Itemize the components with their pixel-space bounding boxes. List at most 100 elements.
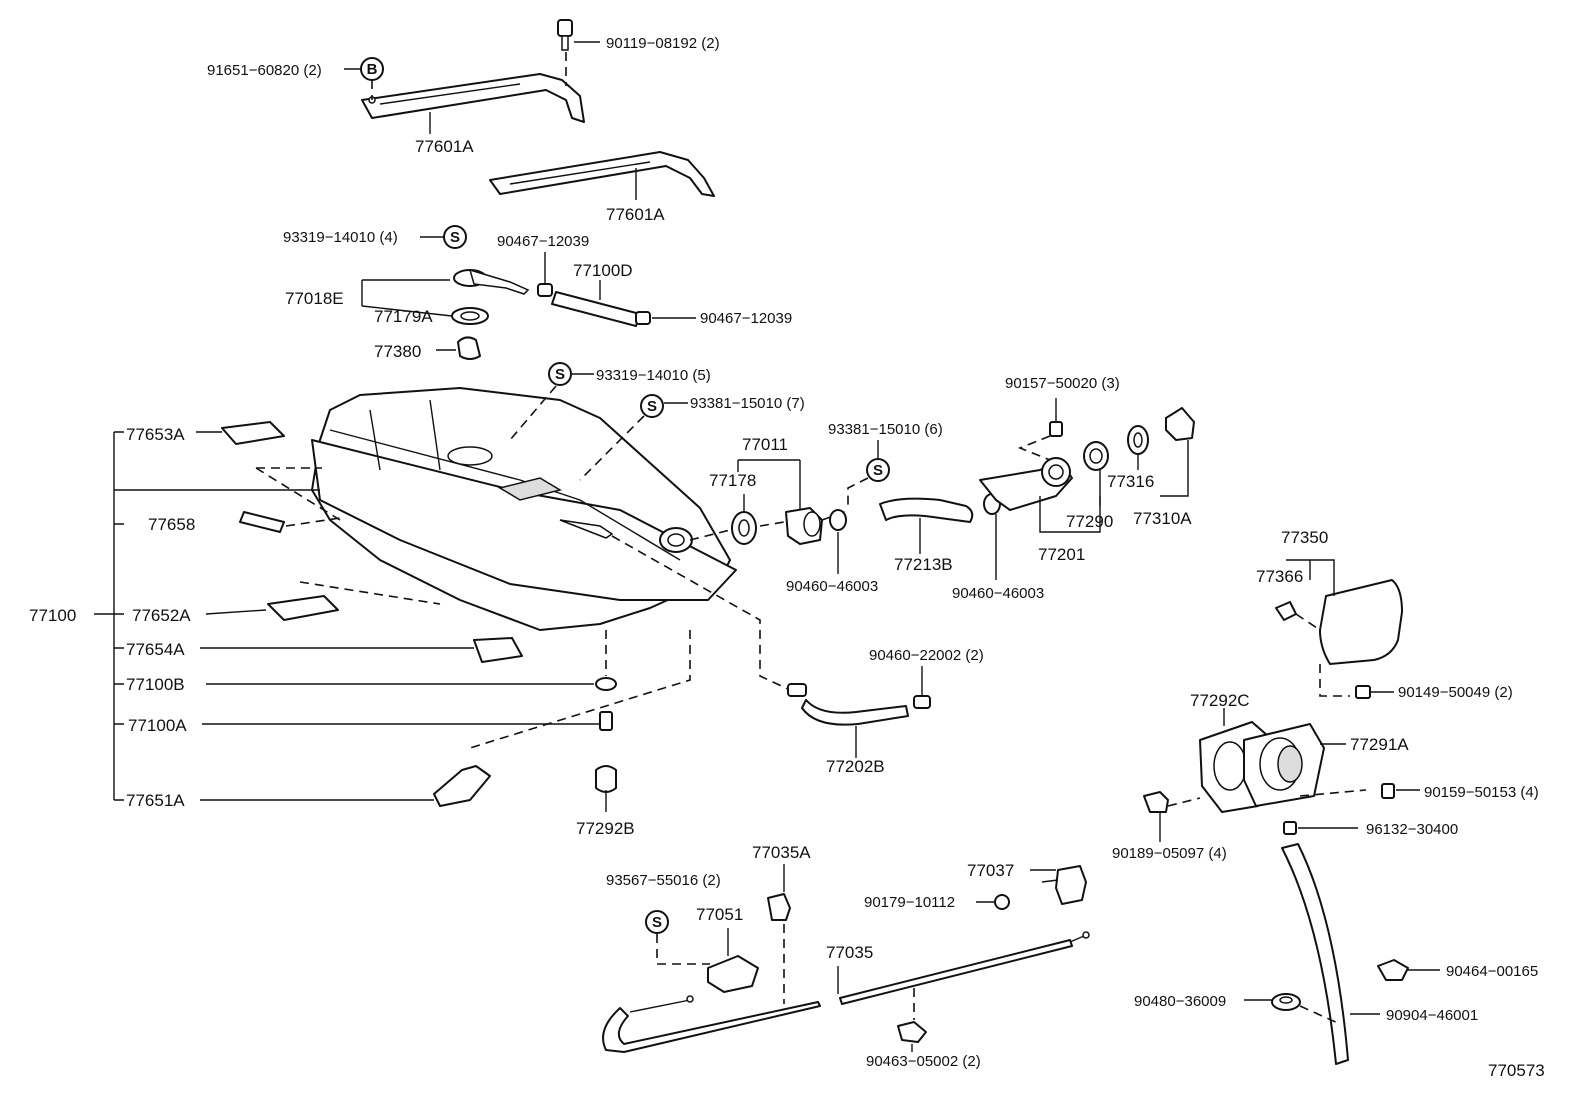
label-90467-12039-b: 90467−12039 xyxy=(700,310,792,327)
label-77652A: 77652A xyxy=(132,606,191,625)
lever-77051-icon xyxy=(707,928,759,993)
label-96132-30400: 96132−30400 xyxy=(1366,821,1458,838)
plug-77292B-icon xyxy=(595,765,617,812)
bracket-77018E xyxy=(361,279,453,317)
fuel-tank-band-lower xyxy=(489,151,715,197)
label-93381-15010-7: 93381−15010 (7) xyxy=(690,395,805,412)
label-93381-15010-6: 93381−15010 (6) xyxy=(828,421,943,438)
label-77011: 77011 xyxy=(742,435,788,454)
dash-neck xyxy=(689,509,851,541)
symbol-s-letter: S xyxy=(652,914,662,931)
label-91651-60820: 91651−60820 (2) xyxy=(207,62,322,79)
label-77100D: 77100D xyxy=(573,261,633,280)
label-77380: 77380 xyxy=(374,342,421,361)
fuel-tank-band-upper xyxy=(361,73,585,123)
pad-77653A-icon xyxy=(196,421,285,445)
label-90467-12039-a: 90467−12039 xyxy=(497,233,589,250)
label-77310A: 77310A xyxy=(1133,509,1192,528)
clip-77035A-icon xyxy=(767,864,791,1004)
label-77292C: 77292C xyxy=(1190,691,1250,710)
dash-77653A xyxy=(255,467,341,521)
label-90463-05002: 90463−05002 (2) xyxy=(866,1053,981,1070)
clip-90189-icon xyxy=(1143,791,1201,842)
label-90189-05097: 90189−05097 (4) xyxy=(1112,845,1227,862)
drain-hose-90904-icon xyxy=(1281,843,1380,1065)
label-77035: 77035 xyxy=(826,943,873,962)
opener-77037-icon xyxy=(1030,865,1087,905)
nut-90179-icon xyxy=(976,894,1010,910)
symbol-s-letter: S xyxy=(555,366,565,383)
label-77201: 77201 xyxy=(1038,545,1085,564)
pad-77652A-icon xyxy=(205,595,339,621)
label-77651A: 77651A xyxy=(126,791,185,810)
label-90460-46003-b: 90460−46003 xyxy=(952,585,1044,602)
label-93567-55016: 93567−55016 (2) xyxy=(606,872,721,889)
fuel-sender-gauge-icon xyxy=(451,268,530,360)
hinge-77366-icon xyxy=(1275,601,1321,631)
label-77051: 77051 xyxy=(696,905,743,924)
fuel-tank-assembly-icon xyxy=(311,387,737,631)
gasket-77178-icon xyxy=(731,494,757,545)
label-90119-08192: 90119−08192 (2) xyxy=(606,35,720,52)
bracket-77011 xyxy=(737,459,801,510)
label-90464-00165: 90464−00165 xyxy=(1446,963,1538,980)
label-77292B: 77292B xyxy=(576,819,635,838)
fuel-lid-77350-icon xyxy=(1286,559,1403,665)
clip-96132-icon xyxy=(1283,821,1358,835)
label-77179A: 77179A xyxy=(374,307,433,326)
gasket-77290-icon xyxy=(1083,441,1109,506)
clamp-90460-46003-b-icon xyxy=(983,493,1001,580)
label-77654A: 77654A xyxy=(126,640,185,659)
symbol-s-93319-4-icon: S xyxy=(420,225,467,249)
grommet-77100A-icon xyxy=(202,630,691,749)
label-77213B: 77213B xyxy=(894,555,953,574)
label-90480-36009: 90480−36009 xyxy=(1134,993,1226,1010)
label-77601A-top: 77601A xyxy=(415,137,474,156)
grommet-90480-icon xyxy=(1244,993,1341,1025)
cap-77310A-icon xyxy=(1160,407,1195,497)
label-77653A: 77653A xyxy=(126,425,185,444)
symbol-b-icon: B xyxy=(344,57,384,100)
symbol-s-letter: S xyxy=(647,398,657,415)
symbol-s-letter: S xyxy=(873,462,883,479)
label-77100A: 77100A xyxy=(128,716,187,735)
clip-90464-icon xyxy=(1377,959,1440,981)
bolt-90119-icon xyxy=(557,19,600,86)
symbol-s-93567-icon: S xyxy=(645,910,710,965)
rubber-77100B-icon xyxy=(206,630,617,691)
label-77366: 77366 xyxy=(1256,567,1303,586)
housing-77291A-icon xyxy=(1243,723,1346,807)
label-90460-22002: 90460−22002 (2) xyxy=(869,647,984,664)
hose-77213B-icon xyxy=(879,497,974,554)
bracket-77100 xyxy=(113,431,320,801)
label-77100B: 77100B xyxy=(126,675,185,694)
screw-90149-icon xyxy=(1319,664,1394,699)
bolt-90157-icon xyxy=(1017,398,1063,461)
label-77290: 77290 xyxy=(1066,512,1113,531)
diagram-number: 770573 xyxy=(1488,1061,1545,1080)
cable-77035-icon xyxy=(602,931,1090,1053)
label-77037: 77037 xyxy=(967,861,1014,880)
fuel-hose-77100D-icon xyxy=(537,252,696,327)
pad-77654A-icon xyxy=(200,637,523,663)
ring-77316-icon xyxy=(1127,425,1149,470)
label-77658: 77658 xyxy=(148,515,195,534)
filler-pipe-77201-icon xyxy=(979,457,1101,533)
screw-90159-icon xyxy=(1299,783,1420,799)
label-77350: 77350 xyxy=(1281,528,1328,547)
label-93319-14010-5: 93319−14010 (5) xyxy=(596,367,711,384)
label-90904-46001: 90904−46001 xyxy=(1386,1007,1478,1024)
hose-77202B-icon xyxy=(787,666,931,758)
label-77202B: 77202B xyxy=(826,757,885,776)
strap-77658-icon xyxy=(239,511,341,533)
label-90179-10112: 90179−10112 xyxy=(864,894,955,911)
clamp-90463-icon xyxy=(897,988,927,1052)
symbol-b-letter: B xyxy=(367,61,378,78)
symbol-s-93381-6-icon: S xyxy=(847,440,890,510)
label-77035A: 77035A xyxy=(752,843,811,862)
symbol-s-93381-7-icon: S xyxy=(579,394,688,481)
symbol-s-93319-5-icon: S xyxy=(509,362,594,441)
label-90157-50020: 90157−50020 (3) xyxy=(1005,375,1120,392)
